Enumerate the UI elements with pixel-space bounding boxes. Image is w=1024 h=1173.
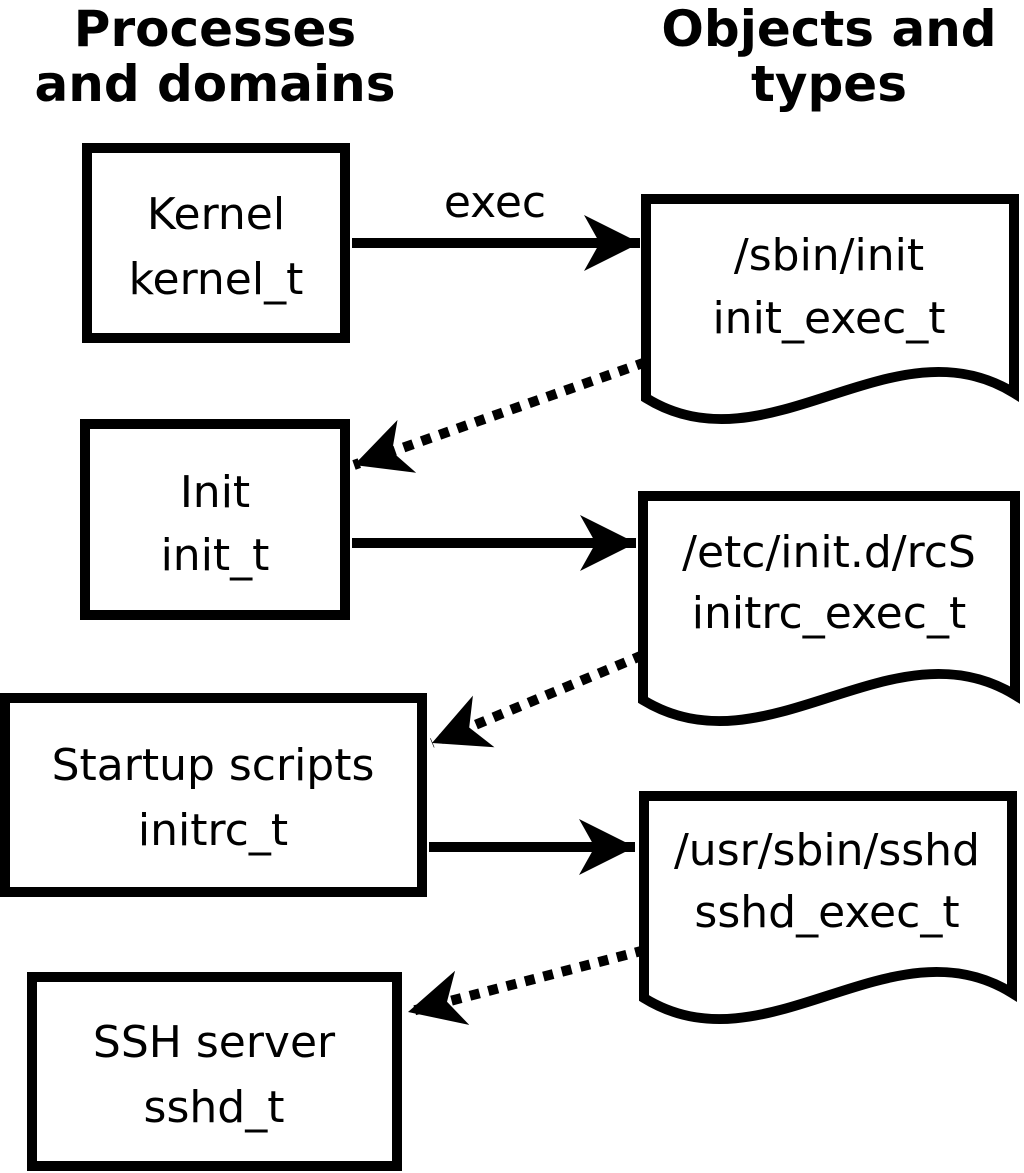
sshd-type-label: sshd_exec_t: [694, 887, 959, 938]
init-type-label: init_t: [161, 530, 270, 581]
object-doc-etc-initd-rcs: [638, 491, 1020, 727]
sbin-init-path-label: /sbin/init: [734, 230, 924, 281]
process-box-init: [80, 419, 350, 620]
sshd-path-label: /usr/sbin/sshd: [674, 825, 980, 876]
left-column-heading-line2: and domains: [34, 55, 395, 113]
left-column-heading-line1: Processes: [74, 0, 356, 58]
kernel-type-label: kernel_t: [129, 254, 304, 305]
rcs-type-label: initrc_exec_t: [692, 588, 966, 639]
object-doc-sbin-init: [641, 194, 1019, 425]
exec-arrow-label: exec: [444, 177, 546, 228]
process-box-ssh-server: [27, 972, 402, 1171]
transition-arrow-sshd-to-ssh-server: [406, 945, 647, 1025]
init-name-label: Init: [180, 467, 250, 518]
transition-arrow-rcs-to-startup: [430, 650, 645, 748]
kernel-name-label: Kernel: [147, 189, 285, 240]
transition-arrow-sbin-init-to-init: [352, 357, 648, 473]
process-box-kernel: [82, 143, 350, 343]
startup-scripts-name-label: Startup scripts: [52, 740, 375, 791]
process-box-startup-scripts: [0, 693, 427, 897]
startup-scripts-type-label: initrc_t: [138, 805, 288, 856]
right-column-heading-line2: types: [751, 55, 907, 113]
object-doc-usr-sbin-sshd: [639, 791, 1017, 1025]
sbin-init-type-label: init_exec_t: [712, 293, 945, 344]
ssh-server-name-label: SSH server: [93, 1017, 336, 1068]
ssh-server-type-label: sshd_t: [144, 1082, 285, 1133]
right-column-heading-line1: Objects and: [661, 0, 996, 58]
rcs-path-label: /etc/init.d/rcS: [682, 527, 976, 578]
